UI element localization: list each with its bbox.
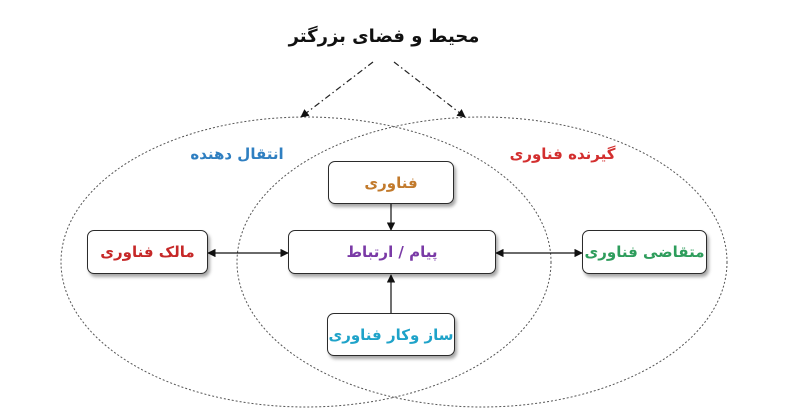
mechanism-node: ساز وکار فناوری	[327, 313, 455, 356]
sender-group-label: انتقال دهنده	[190, 145, 284, 163]
owner-label: مالک فناوری	[100, 243, 195, 261]
receiver-ellipse	[236, 116, 728, 408]
diagram-title: محیط و فضای بزرگتر	[288, 26, 480, 47]
title-arrow-left	[300, 61, 374, 118]
demander-label: متقاضی فناوری	[584, 243, 705, 261]
demander-node: متقاضی فناوری	[582, 230, 707, 274]
technology-label: فناوری	[364, 173, 418, 192]
mechanism-label: ساز وکار فناوری	[328, 325, 454, 344]
title-arrow-right	[393, 61, 466, 118]
message-node: پیام / ارتباط	[288, 230, 496, 274]
owner-node: مالک فناوری	[87, 230, 208, 274]
technology-node: فناوری	[328, 161, 454, 204]
receiver-group-label: گیرنده فناوری	[509, 145, 616, 163]
message-label: پیام / ارتباط	[346, 243, 438, 261]
